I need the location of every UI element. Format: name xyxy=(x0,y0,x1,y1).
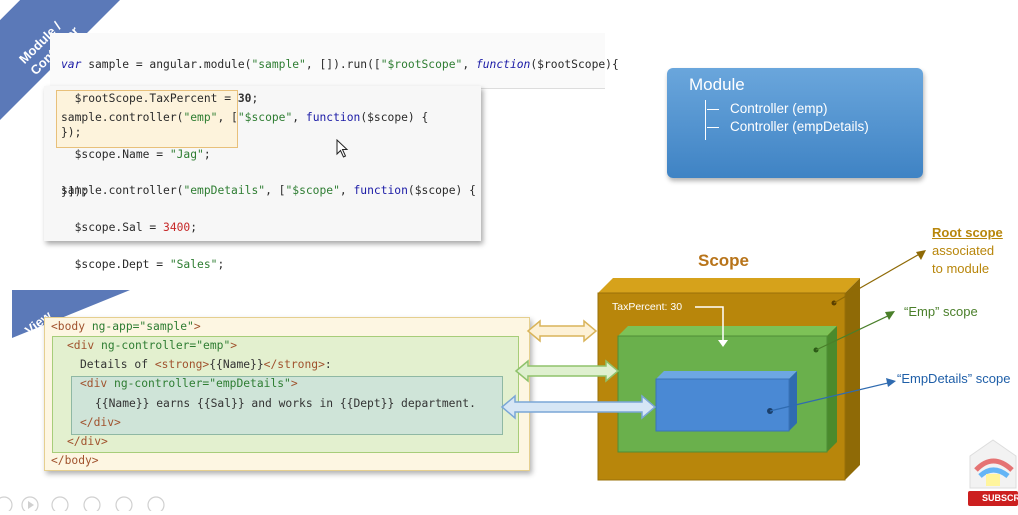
scope-diagram xyxy=(597,250,926,481)
video-controls-icons xyxy=(0,496,165,514)
module-item-empdetails: Controller (empDetails) xyxy=(730,119,869,134)
code-line-3: }); xyxy=(61,125,82,139)
code-panel-top xyxy=(50,33,605,89)
taxpercent-label: TaxPercent: 30 xyxy=(612,301,683,313)
subscribe-label: SUBSCR xyxy=(982,493,1018,503)
view-line-5: {{Name}} earns {{Sal}} and works in {{De… xyxy=(95,397,476,410)
view-line-2: <div ng-controller="emp"> xyxy=(67,339,238,352)
code-emp-line-1: sample.controller("emp", ["$scope", func… xyxy=(61,110,429,124)
code-emp-line-2: $scope.Name = "Jag"; xyxy=(61,147,211,161)
view-line-4: <div ng-controller="empDetails"> xyxy=(80,377,298,390)
view-ribbon-shape xyxy=(12,290,130,338)
module-title: Module xyxy=(689,75,745,94)
module-box: Module Controller (emp) Controller (empD… xyxy=(667,68,923,178)
zoom-control-icon[interactable] xyxy=(115,496,133,514)
empdetails-scope-pointer xyxy=(769,381,893,412)
emp-scope-pointer-head xyxy=(885,311,895,320)
scope-title: Scope xyxy=(698,251,750,270)
code-empdetails-line-3: $scope.Dept = "Sales"; xyxy=(61,257,225,271)
channel-logo-icon xyxy=(969,439,1017,489)
empdetails-scope-pointer-head xyxy=(886,378,896,387)
code-empdetails-block: sample.controller("empDetails", ["$scope… xyxy=(61,163,476,330)
prev-control-icon[interactable] xyxy=(0,496,13,514)
view-line-1: <body ng-app="sample"> xyxy=(51,320,201,333)
emp-scope-pointer xyxy=(815,313,893,351)
view-ribbon xyxy=(12,290,137,350)
module-tree-branch-1 xyxy=(707,109,719,110)
emp-scope-label: “Emp” scope xyxy=(904,304,978,319)
code-empdetails-line-1: sample.controller("empDetails", ["$scope… xyxy=(61,183,476,197)
mouse-cursor-icon xyxy=(336,139,349,158)
code-top-block: var sample = angular.module("sample", []… xyxy=(61,37,619,161)
code-line-1: var sample = angular.module("sample", []… xyxy=(61,57,619,71)
root-scope-title: Root scope xyxy=(932,225,1003,240)
root-scope-desc-1: associated xyxy=(932,243,995,258)
module-item-emp: Controller (emp) xyxy=(730,101,828,116)
view-line-3: Details of <strong>{{Name}}</strong>: xyxy=(80,358,332,371)
video-controls xyxy=(0,494,180,514)
empdetails-scope-label: “EmpDetails” scope xyxy=(897,371,1011,386)
code-line-2: $rootScope.TaxPercent = 30; xyxy=(61,91,259,105)
code-emp-block: sample.controller("emp", ["$scope", func… xyxy=(61,90,428,220)
emp-controller-highlight xyxy=(56,90,238,148)
subscribe-button[interactable]: SUBSCR xyxy=(968,491,1018,506)
code-empdetails-line-2: $scope.Sal = 3400; xyxy=(61,220,198,234)
root-scope-label: Root scope associated to module xyxy=(932,224,1003,278)
view-line-6: </div> xyxy=(80,416,121,429)
view-line-7: </div> xyxy=(67,435,108,448)
body-to-root-arrow xyxy=(526,319,598,343)
empdetails-scope-cube xyxy=(655,371,797,432)
module-tree-branch-2 xyxy=(707,127,719,128)
connector-arrows xyxy=(500,319,657,420)
module-tree-line xyxy=(705,100,706,140)
root-scope-desc-2: to module xyxy=(932,261,990,276)
pen-control-icon[interactable] xyxy=(51,496,69,514)
root-scope-pointer xyxy=(833,251,924,304)
empdetails-to-empdetails-scope-arrow xyxy=(500,394,657,420)
taxpercent-arrowhead xyxy=(718,340,728,347)
emp-to-emp-scope-arrow xyxy=(514,359,620,383)
root-scope-pointer-head xyxy=(916,250,926,260)
code-emp-line-3: }]); xyxy=(61,184,89,198)
view-line-8: </body> xyxy=(51,454,99,467)
more-control-icon[interactable] xyxy=(147,496,165,514)
taxpercent-arrow xyxy=(695,306,724,342)
view-empdetails-region xyxy=(71,376,503,435)
slides-control-icon[interactable] xyxy=(83,496,101,514)
